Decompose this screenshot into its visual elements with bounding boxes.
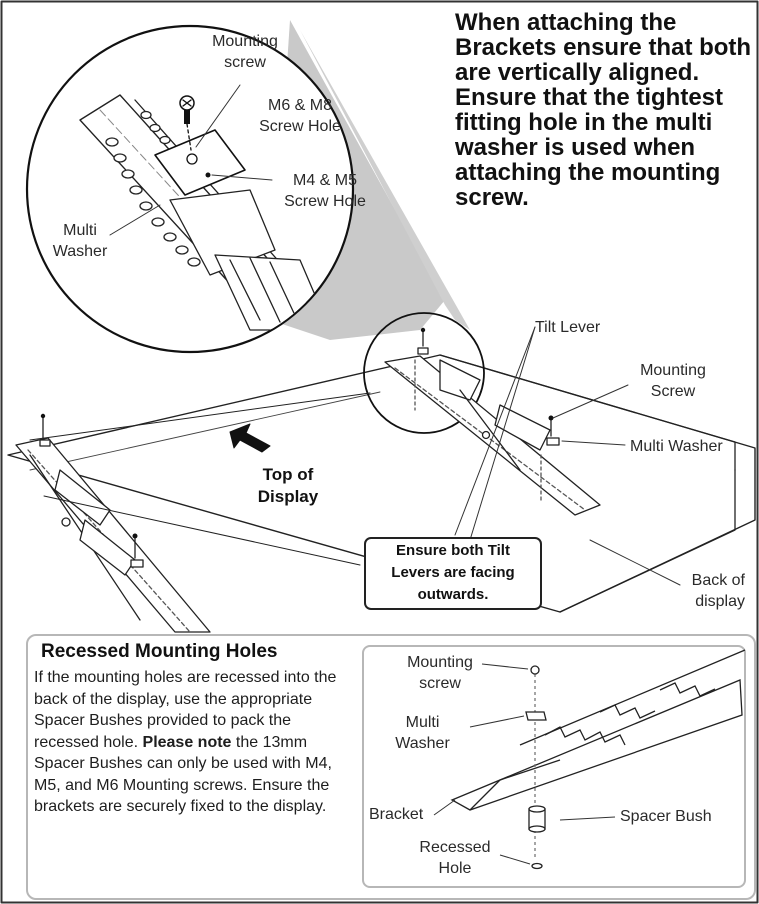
zoom-label-multi-washer: Multi Washer: [45, 220, 115, 262]
label-top-of-display-l2: Display: [257, 487, 319, 506]
rec-label-multi-washer-l1: Multi: [405, 714, 440, 731]
zoom-label-m4-m5-l1: M4 & M5: [292, 172, 357, 189]
label-top-of-display: Top of Display: [238, 464, 338, 508]
rec-label-recessed-hole-l2: Hole: [438, 860, 472, 877]
zoom-label-m4-m5: M4 & M5 Screw Hole: [270, 170, 380, 212]
recessed-body-3: Ensure the brackets are securely fixed t…: [34, 776, 330, 816]
rec-label-multi-washer-l2: Washer: [395, 735, 450, 752]
label-mounting-screw-l2: Screw: [650, 383, 696, 400]
detail-circle: [363, 312, 485, 434]
rec-label-multi-washer: Multi Washer: [380, 712, 465, 754]
zoom-label-mounting-screw: Mounting screw: [190, 31, 300, 73]
zoom-label-multi-washer-l1: Multi: [63, 222, 97, 239]
label-back-of-display: Back of display: [660, 570, 745, 612]
recessed-body-2: the 13mm Spacer Bushes can only be used …: [34, 733, 332, 794]
label-mounting-screw: Mounting Screw: [618, 360, 728, 402]
zoom-label-m6-m8-l2: Screw Hole: [259, 118, 341, 135]
rec-label-mounting-screw-l2: screw: [419, 675, 461, 692]
recessed-body: If the mounting holes are recessed into …: [34, 667, 356, 818]
label-mounting-screw-l1: Mounting: [640, 362, 706, 379]
label-multi-washer: Multi Washer: [630, 438, 723, 455]
label-tilt-lever: Tilt Lever: [535, 319, 601, 336]
zoom-label-mounting-screw-l2: screw: [224, 54, 266, 71]
zoom-circle: [25, 24, 355, 354]
zoom-label-m6-m8: M6 & M8 Screw Hole: [240, 95, 360, 137]
callout-l1: Ensure both Tilt: [396, 542, 510, 559]
left-bracket: [15, 413, 361, 633]
recessed-body-note: Please note: [142, 733, 232, 751]
label-back-of-display-l1: Back of: [691, 572, 745, 589]
rec-label-bracket: Bracket: [369, 806, 424, 823]
zoom-label-m4-m5-l2: Screw Hole: [284, 193, 366, 210]
rec-label-recessed-hole-l1: Recessed: [419, 839, 491, 856]
zoom-label-mounting-screw-l1: Mounting: [212, 33, 278, 50]
zoom-label-multi-washer-l2: Washer: [52, 243, 108, 260]
recessed-body-1: If the mounting holes are recessed into …: [34, 669, 337, 751]
right-bracket: [384, 327, 601, 516]
display-panel: [7, 354, 756, 613]
callout-l3: outwards.: [417, 586, 489, 603]
rec-label-spacer-bush: Spacer Bush: [620, 808, 712, 825]
label-back-of-display-l2: display: [695, 593, 745, 610]
instruction-heading: When attaching the Brackets ensure that …: [455, 9, 752, 211]
recessed-title: Recessed Mounting Holes: [41, 641, 278, 662]
rec-label-mounting-screw-l1: Mounting: [407, 654, 473, 671]
rec-label-recessed-hole: Recessed Hole: [410, 837, 500, 879]
rec-label-mounting-screw: Mounting screw: [395, 652, 485, 694]
zoom-label-m6-m8-l1: M6 & M8: [267, 97, 332, 114]
label-top-of-display-l1: Top of: [262, 465, 314, 484]
tilt-lever-callout: Ensure both Tilt Levers are facing outwa…: [364, 537, 542, 610]
top-of-display-arrow: [229, 423, 271, 453]
callout-l2: Levers are facing: [391, 564, 515, 581]
